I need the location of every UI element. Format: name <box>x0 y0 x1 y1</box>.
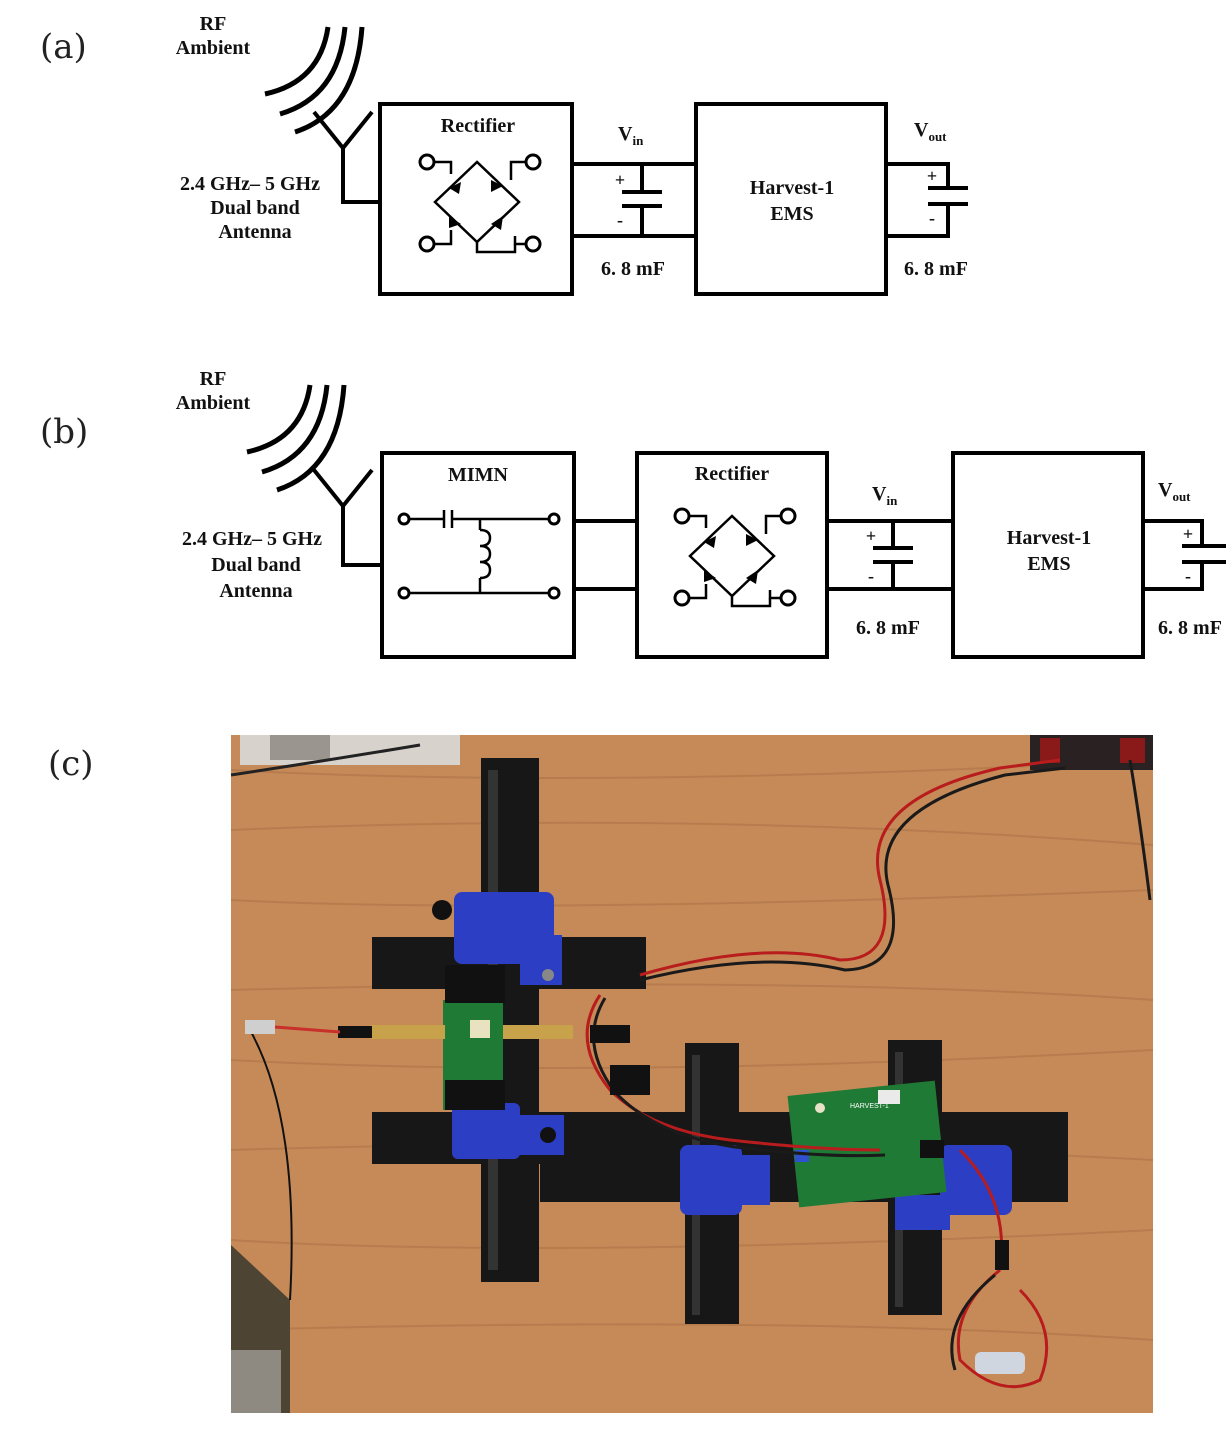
antenna-label-line2: Dual band <box>210 197 300 219</box>
out-wire-bottom-b <box>1143 562 1204 591</box>
ems-block <box>694 102 888 296</box>
rf-label-line2: Ambient <box>176 37 251 59</box>
rf-ambient-waves <box>265 27 362 132</box>
sma-connector-left <box>370 1025 445 1039</box>
antenna-label-b-line2: Dual band <box>211 554 301 576</box>
rf-label-b-line2: Ambient <box>176 392 251 414</box>
vin-label: Vin <box>618 123 644 148</box>
setup-photo: HARVEST-1 <box>230 735 1154 1413</box>
antenna-tip <box>245 1020 275 1034</box>
cap-minus-b: - <box>868 566 874 586</box>
cap-plus: + <box>615 170 625 190</box>
panel-label-a: (a) <box>40 27 87 67</box>
ems-title-line2: EMS <box>770 203 813 225</box>
vin-cap-value-b: 6. 8 mF <box>856 617 920 639</box>
antenna-cable <box>249 1029 293 1301</box>
panel-label-c: (c) <box>48 744 94 784</box>
out-wire-top <box>886 162 950 188</box>
rf-label-b-line1: RF <box>200 368 227 390</box>
ems-title-b-line2: EMS <box>1027 553 1070 575</box>
vout-cap-value-b: 6. 8 mF <box>1158 617 1222 639</box>
vout-cap-minus-b: - <box>1185 566 1191 586</box>
ems-title-b-line1: Harvest-1 <box>1007 527 1091 549</box>
antenna-icon-b <box>312 468 382 567</box>
output-capacitor <box>928 186 968 206</box>
harvest1-pcb <box>787 1080 947 1208</box>
rectifier-block-b <box>635 451 829 659</box>
cap-minus: - <box>617 210 623 230</box>
mimn-title: MIMN <box>448 464 509 486</box>
panel-b: (b) RF Ambient 2.4 GHz– 5 GHz Dual band … <box>40 368 1226 659</box>
rectifier-block <box>378 102 574 296</box>
ems-block-b <box>951 451 1145 659</box>
rf-label-line1: RF <box>200 13 227 35</box>
out-wire-top-b <box>1143 519 1204 546</box>
storage-capacitor <box>975 1352 1025 1374</box>
vout-label: Vout <box>914 119 947 144</box>
antenna-label-line3: Antenna <box>218 221 291 243</box>
antenna-label-b-line1: 2.4 GHz– 5 GHz <box>182 528 322 550</box>
vout-cap-plus-b: + <box>1183 524 1193 544</box>
cap-plus-b: + <box>866 526 876 546</box>
vout-cap-value: 6. 8 mF <box>904 258 968 280</box>
vin-label-b: Vin <box>872 483 898 508</box>
vout-cap-plus: + <box>927 166 937 186</box>
antenna-label-b-line3: Antenna <box>219 580 292 602</box>
out-wire-bottom <box>886 204 950 238</box>
antenna-label-line1: 2.4 GHz– 5 GHz <box>180 173 320 195</box>
rectifier-title-b: Rectifier <box>695 463 770 485</box>
matching-network-symbol <box>397 510 561 600</box>
mimn-block <box>380 451 576 659</box>
rf-ambient-waves-b <box>247 385 344 490</box>
vout-cap-minus: - <box>929 208 935 228</box>
panel-c: (c) <box>48 735 1154 1413</box>
rectifier-title: Rectifier <box>441 115 516 137</box>
vout-label-b: Vout <box>1158 479 1191 504</box>
panel-label-b: (b) <box>40 412 88 452</box>
panel-a: (a) RF Ambient 2.4 GHz– 5 GHz Dual band … <box>40 13 968 296</box>
output-capacitor-b <box>1182 544 1226 564</box>
ems-title-line1: Harvest-1 <box>750 177 834 199</box>
harvest1-board-text: HARVEST-1 <box>850 1103 889 1110</box>
input-capacitor-b <box>873 521 913 589</box>
vin-cap-value: 6. 8 mF <box>601 258 665 280</box>
input-capacitor <box>622 164 662 236</box>
antenna-icon <box>312 110 380 204</box>
sma-connector-right <box>503 1025 573 1039</box>
